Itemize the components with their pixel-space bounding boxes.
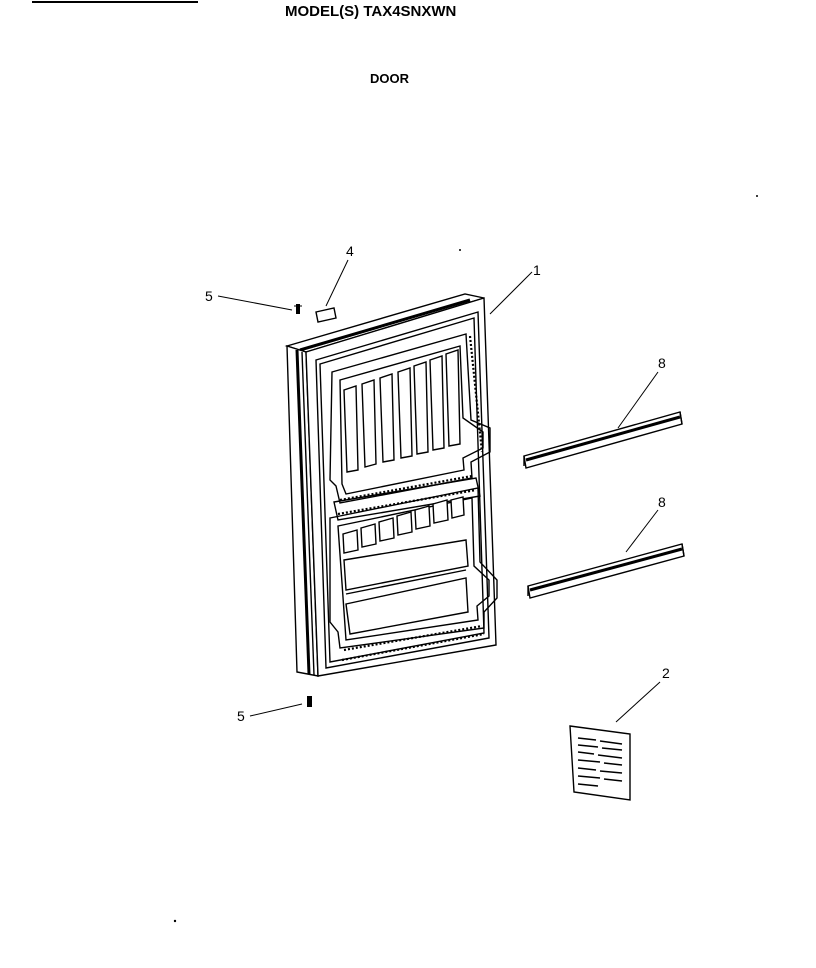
callout-door-assembly: 1: [533, 262, 541, 278]
section-title: DOOR: [370, 71, 410, 86]
model-title: MODEL(S) TAX4SNXWN: [285, 3, 456, 20]
door-assembly: [284, 293, 498, 677]
clip-part: [315, 307, 337, 323]
screw-top-part: [294, 304, 302, 314]
speck: [756, 195, 758, 197]
callout-screw-top: 5: [205, 288, 213, 304]
leader-lines: [217, 259, 661, 723]
screw-bottom-part: [307, 696, 312, 707]
shelf-rail-lower-part: [527, 543, 685, 599]
speck: [459, 249, 461, 251]
callout-clip: 4: [346, 243, 354, 259]
shelf-rail-upper-part: [523, 411, 683, 469]
callout-shelf-rail-lower: 8: [658, 494, 666, 510]
callout-screw-bottom: 5: [237, 708, 245, 724]
speck: [173, 919, 177, 923]
callout-label-plate: 2: [662, 665, 670, 681]
label-plate-part: [569, 725, 631, 801]
callout-shelf-rail-upper: 8: [658, 355, 666, 371]
